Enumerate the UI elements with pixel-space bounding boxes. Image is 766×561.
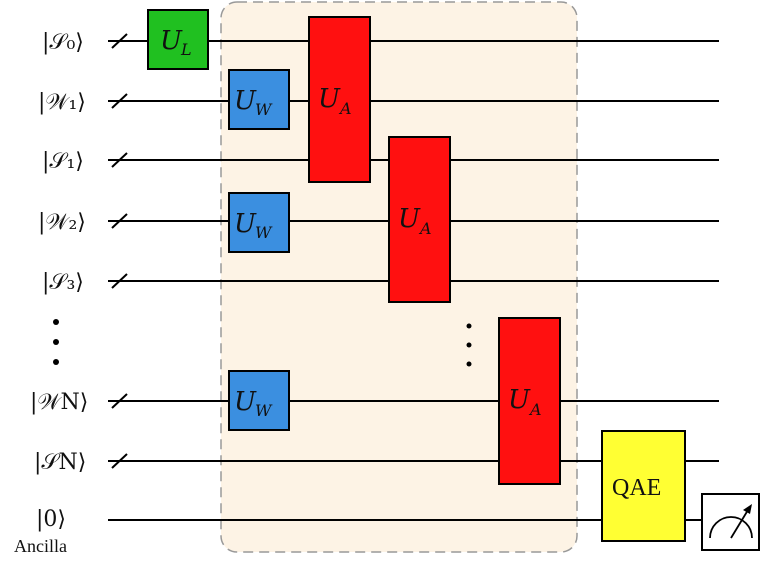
ua-gate: U A	[498, 317, 561, 485]
vertical-ellipsis-icon	[53, 319, 59, 365]
qae-gate: QAE	[601, 430, 686, 542]
uw-gate: U W	[228, 192, 290, 253]
label-ancilla-caption: Ancilla	[14, 536, 67, 556]
uw-gate: U W	[228, 69, 290, 130]
svg-text:W: W	[255, 223, 273, 242]
svg-text:W: W	[255, 401, 273, 420]
label-w2: |𝒲₂⟩	[38, 210, 86, 235]
label-s3: |𝒮₃⟩	[42, 270, 84, 295]
svg-text:U: U	[398, 204, 421, 234]
label-sn: |𝒮N⟩	[34, 450, 86, 475]
svg-text:U: U	[508, 385, 531, 415]
svg-text:U: U	[234, 86, 257, 116]
svg-text:L: L	[180, 40, 192, 59]
label-ancilla: |0⟩	[36, 507, 66, 532]
svg-text:W: W	[255, 100, 273, 119]
svg-text:A: A	[528, 400, 542, 419]
svg-text:U: U	[234, 209, 257, 239]
slash-bundle-icon	[111, 33, 128, 469]
vertical-ellipsis-icon	[466, 323, 472, 367]
label-s1: |𝒮₁⟩	[42, 149, 84, 174]
svg-text:A: A	[338, 99, 352, 118]
svg-text:U: U	[234, 387, 257, 417]
ua-gate: U A	[308, 16, 371, 183]
label-wn: |𝒲N⟩	[30, 390, 88, 415]
label-s0: |𝒮₀⟩	[42, 30, 84, 55]
ul-gate: U L	[147, 9, 209, 70]
svg-text:QAE: QAE	[612, 475, 661, 501]
svg-text:U: U	[318, 84, 341, 114]
svg-text:U: U	[160, 26, 183, 56]
label-w1: |𝒲₁⟩	[38, 90, 86, 115]
ua-gate: U A	[388, 136, 451, 303]
wire-labels: |𝒮₀⟩ |𝒲₁⟩ |𝒮₁⟩ |𝒲₂⟩ |𝒮₃⟩ |𝒲N⟩ |𝒮N⟩ |0⟩ A…	[14, 30, 88, 556]
uw-gate: U W	[228, 370, 290, 431]
svg-text:A: A	[418, 219, 432, 238]
measurement-meter-icon	[701, 493, 760, 551]
